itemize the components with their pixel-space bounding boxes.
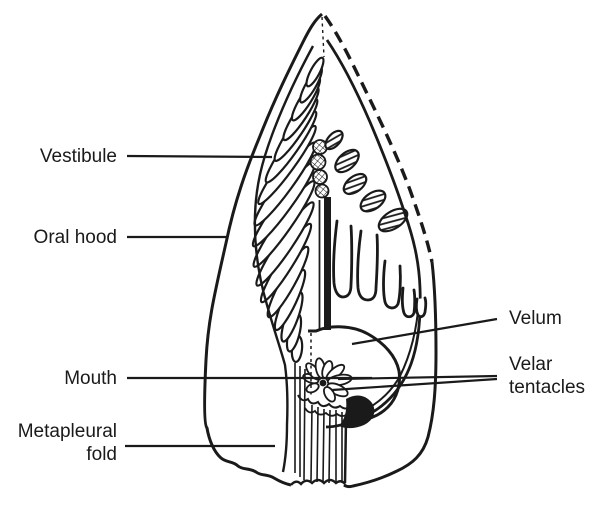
crosshatch-node [309,153,327,171]
crosshatch-node [314,183,330,199]
tip-midline-dashed [321,16,325,58]
vestibule-fold [305,56,325,88]
striation [322,408,325,484]
metapleural-striations [294,363,348,484]
hatched-structures [324,129,409,233]
finger-lobe [332,219,354,299]
mouth-bar [324,197,331,330]
hatched-ellipse [359,189,387,213]
finger-lobes [332,219,428,319]
bottom-wavy-edge [290,478,346,486]
rosette-center [319,379,327,387]
velar-tentacle [305,382,320,394]
label-metapleural-fold: Metapleural fold [17,421,117,465]
vestibule-folds [251,56,325,364]
column-right-edge [343,419,348,484]
hatched-ellipse [324,129,344,151]
striation [303,368,306,481]
label-velum: Velum [509,308,562,329]
label-vestibule: Vestibule [39,146,117,167]
scalloped-edge [297,394,358,410]
label-velar-tentacles: Velar tentacles [509,354,586,398]
striation [328,409,331,484]
striation [316,406,319,483]
hatched-ellipse [334,148,360,174]
velar-tentacle-rosette [302,357,353,403]
finger-lobe [400,286,417,319]
leader-lines [125,154,498,448]
leader-vestibule [126,154,273,159]
crosshatch-nodes [309,139,330,199]
label-oral-hood: Oral hood [33,227,117,248]
hatched-ellipse [342,172,368,196]
hatched-ellipse [377,207,409,233]
leader-velar-tentacles-upper [337,374,498,381]
body-outline-left [203,12,323,487]
leader-velar-tentacles-lower [331,377,498,392]
oral-hood-inner-edge [253,45,315,473]
body-outline-right-dashed [323,15,434,263]
striation [310,404,313,482]
label-mouth: Mouth [64,368,117,389]
crosshatch-node [312,169,328,185]
shadow-crescent [339,395,375,429]
leader-velum [351,317,498,346]
finger-lobe [382,259,402,310]
finger-lobe [356,229,379,302]
velum-dome [308,325,401,422]
finger-lobe [414,296,428,319]
body-outline-right-solid [343,261,438,489]
